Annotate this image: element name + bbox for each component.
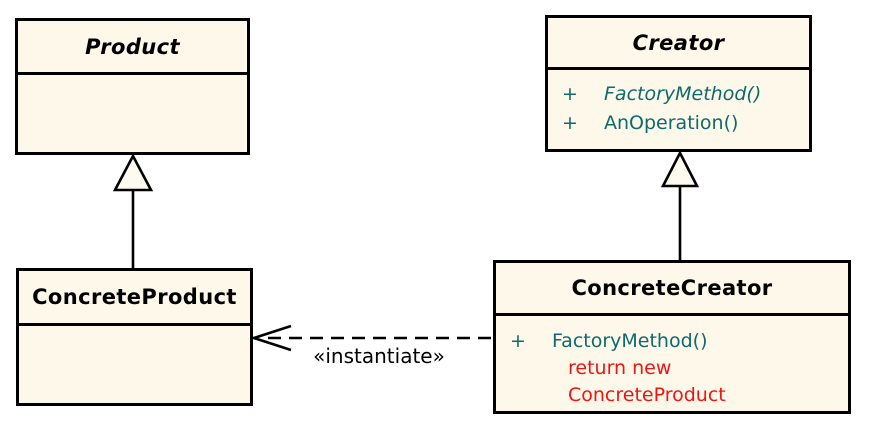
class-title-concrete-creator: ConcreteCreator (496, 263, 848, 316)
class-body-creator: + FactoryMethod() + AnOperation() (548, 70, 809, 138)
method-factorymethod: + FactoryMethod() (562, 80, 805, 109)
visibility-marker: + (562, 83, 578, 105)
instantiate-edge-label: «instantiate» (313, 344, 445, 368)
pseudocode-note-line: ConcreteProduct (568, 384, 726, 406)
class-title-creator: Creator (548, 18, 809, 70)
method-anoperation: + AnOperation() (562, 109, 805, 138)
class-box-creator: Creator + FactoryMethod() + AnOperation(… (545, 15, 812, 152)
class-body-product (18, 75, 247, 85)
generalization-triangle-icon-creator (660, 150, 700, 188)
visibility-marker: + (562, 112, 578, 134)
method-name: FactoryMethod() (604, 83, 762, 105)
method-name: FactoryMethod() (552, 330, 708, 352)
class-body-concrete-creator: + FactoryMethod() return new ConcretePro… (496, 316, 848, 409)
class-title-product: Product (18, 21, 247, 75)
class-box-concrete-product: ConcreteProduct (16, 268, 253, 406)
visibility-marker: + (510, 330, 526, 352)
class-box-concrete-creator: ConcreteCreator + FactoryMethod() return… (493, 260, 851, 414)
generalization-triangle-icon-product (112, 153, 154, 192)
class-box-product: Product (15, 18, 250, 155)
pseudocode-note-line: return new (568, 357, 672, 379)
method-factorymethod: + FactoryMethod() (510, 328, 844, 355)
class-body-concrete-product (19, 326, 250, 336)
open-arrowhead-icon (249, 324, 292, 352)
class-title-concrete-product: ConcreteProduct (19, 271, 250, 326)
method-name: AnOperation() (604, 112, 739, 134)
